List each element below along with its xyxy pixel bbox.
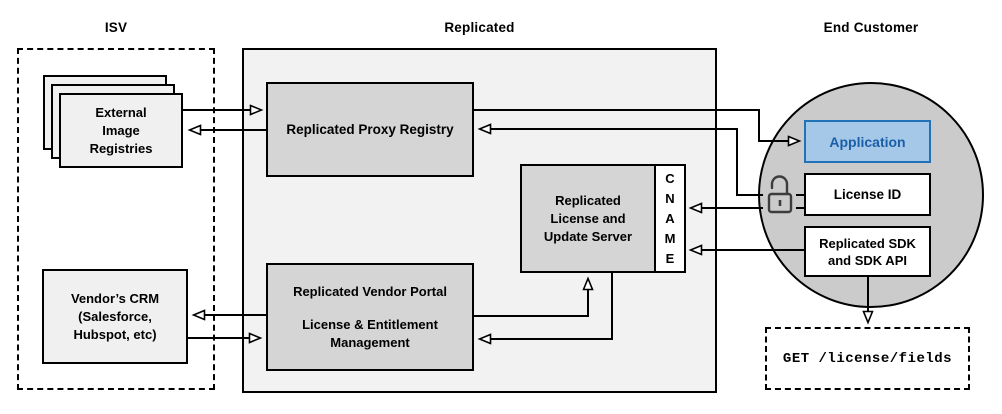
api-request-node: GET /license/fields bbox=[765, 327, 970, 390]
vendor-portal-subtitle: License & Entitlement Management bbox=[302, 316, 438, 350]
replicated-section-label: Replicated bbox=[444, 20, 515, 35]
vendor-crm-node: Vendor’s CRM (Salesforce, Hubspot, etc) bbox=[42, 269, 188, 364]
cname-label: C N A M E bbox=[664, 170, 676, 266]
proxy-registry-node: Replicated Proxy Registry bbox=[266, 82, 474, 177]
replicated-sdk-node: Replicated SDK and SDK API bbox=[804, 226, 931, 277]
replicated-sdk-label: Replicated SDK and SDK API bbox=[819, 235, 916, 268]
vendor-crm-label: Vendor’s CRM (Salesforce, Hubspot, etc) bbox=[70, 290, 160, 342]
proxy-registry-label: Replicated Proxy Registry bbox=[286, 121, 454, 137]
license-id-node: License ID bbox=[804, 173, 931, 216]
api-request-label: GET /license/fields bbox=[782, 350, 953, 367]
application-label: Application bbox=[829, 133, 906, 150]
license-id-label: License ID bbox=[833, 186, 902, 202]
cname-node: C N A M E bbox=[654, 164, 686, 273]
vendor-portal-title: Replicated Vendor Portal bbox=[293, 283, 447, 299]
vendor-portal-node: Replicated Vendor Portal License & Entit… bbox=[266, 263, 474, 371]
license-update-server-node: Replicated License and Update Server bbox=[520, 164, 656, 273]
isv-container bbox=[17, 48, 215, 390]
external-image-registries-node: External Image Registries bbox=[59, 93, 183, 168]
application-node: Application bbox=[804, 120, 931, 163]
external-image-registries-label: External Image Registries bbox=[89, 104, 153, 156]
end-customer-section-label: End Customer bbox=[823, 20, 919, 35]
license-update-server-label: Replicated License and Update Server bbox=[543, 192, 633, 244]
isv-section-label: ISV bbox=[104, 20, 128, 35]
